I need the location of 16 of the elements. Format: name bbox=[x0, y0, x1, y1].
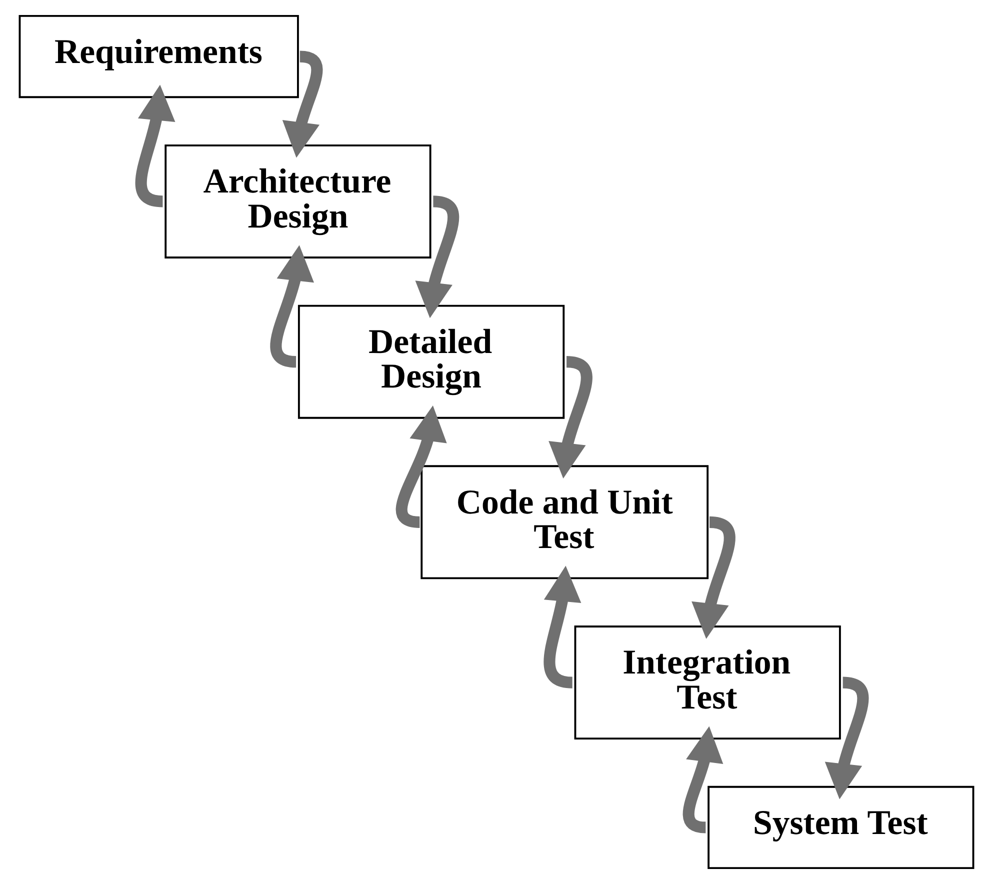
arrow bbox=[414, 196, 458, 318]
node-box: Architecture Design bbox=[164, 144, 431, 258]
node-box: System Test bbox=[707, 786, 974, 870]
arrow bbox=[270, 245, 314, 368]
arrow bbox=[691, 516, 735, 639]
node-box: Requirements bbox=[18, 14, 298, 98]
node-box: Code and Unit Test bbox=[420, 465, 708, 580]
arrow bbox=[134, 84, 175, 208]
arrow bbox=[282, 50, 322, 158]
arrow bbox=[824, 676, 868, 800]
arrow bbox=[395, 405, 446, 528]
node-box: Integration Test bbox=[574, 626, 840, 740]
arrow bbox=[682, 726, 723, 834]
arrow bbox=[548, 356, 592, 479]
node-box: Detailed Design bbox=[297, 304, 564, 419]
arrow bbox=[543, 566, 581, 688]
